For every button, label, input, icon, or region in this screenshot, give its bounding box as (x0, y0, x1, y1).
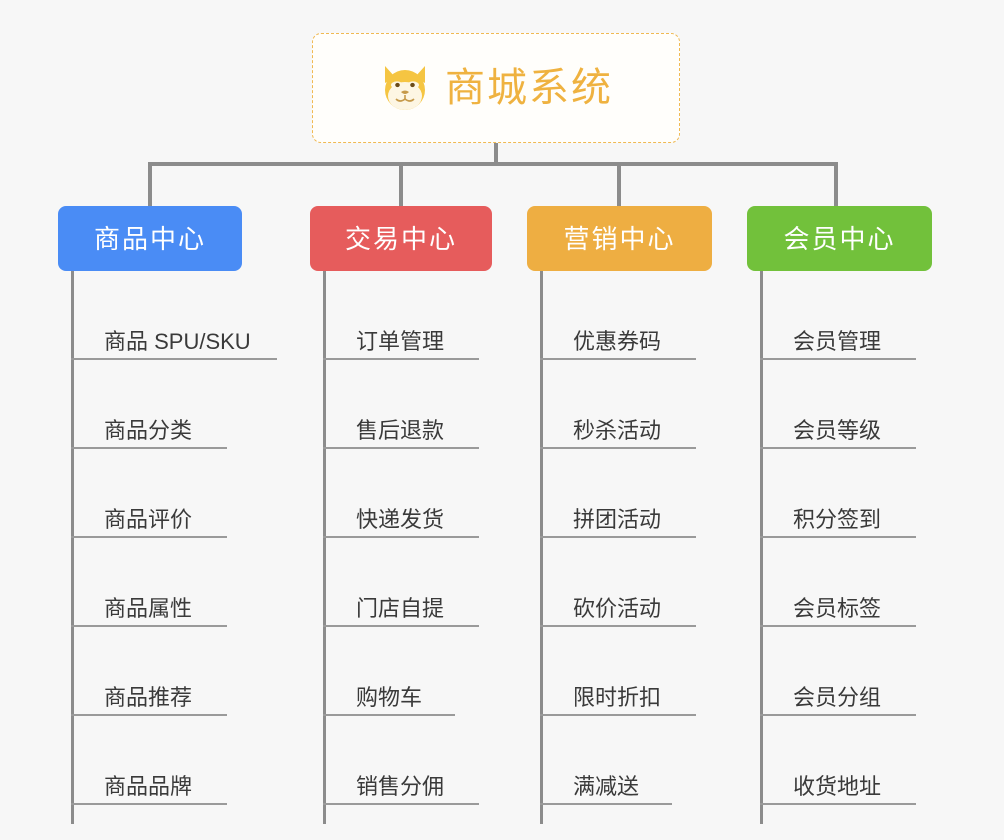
branch-spine (760, 271, 763, 824)
leaf-item[interactable]: 会员分组 (760, 627, 975, 716)
leaf-item[interactable]: 商品推荐 (71, 627, 286, 716)
branch-column-member: 会员管理 会员等级 积分签到 会员标签 会员分组 收货地址 (760, 271, 975, 824)
leaf-item-label: 商品 SPU/SKU (104, 328, 251, 354)
branch-header-label: 交易中心 (344, 223, 457, 254)
leaf-item-label: 砍价活动 (573, 595, 662, 621)
branch-header-label: 营销中心 (563, 223, 676, 254)
leaf-item-label: 门店自提 (356, 595, 445, 621)
leaf-item[interactable]: 商品 SPU/SKU (71, 271, 286, 360)
leaf-item[interactable]: 销售分佣 (323, 716, 538, 805)
branch-header-trade[interactable]: 交易中心 (310, 206, 492, 271)
leaf-item[interactable]: 商品属性 (71, 538, 286, 627)
leaf-item-label: 积分签到 (793, 506, 882, 532)
leaf-item-label: 优惠券码 (573, 328, 662, 354)
connector-drop-2 (399, 162, 403, 206)
root-node[interactable]: 商城系统 (312, 33, 680, 143)
leaf-item[interactable]: 售后退款 (323, 360, 538, 449)
leaf-item[interactable]: 快递发货 (323, 449, 538, 538)
leaf-item-label: 订单管理 (356, 328, 445, 354)
leaf-item-label: 售后退款 (356, 417, 445, 443)
branch-header-product[interactable]: 商品中心 (58, 206, 242, 271)
leaf-item[interactable]: 优惠券码 (540, 271, 755, 360)
leaf-item[interactable]: 积分签到 (760, 449, 975, 538)
connector-horizontal-bus (148, 162, 836, 166)
leaf-item-label: 商品评价 (104, 506, 193, 532)
leaf-item-label: 收货地址 (793, 773, 882, 799)
leaf-item-label: 拼团活动 (573, 506, 662, 532)
branch-column-product: 商品 SPU/SKU 商品分类 商品评价 商品属性 商品推荐 商品品牌 (71, 271, 286, 824)
leaf-item-label: 会员管理 (793, 328, 882, 354)
branch-header-label: 会员中心 (783, 223, 896, 254)
leaf-item[interactable]: 会员管理 (760, 271, 975, 360)
branch-column-trade: 订单管理 售后退款 快递发货 门店自提 购物车 销售分佣 (323, 271, 538, 824)
leaf-item-label: 商品属性 (104, 595, 193, 621)
leaf-item[interactable]: 收货地址 (760, 716, 975, 805)
leaf-item-label: 商品推荐 (104, 684, 193, 710)
connector-drop-1 (148, 162, 152, 206)
leaf-item[interactable]: 会员标签 (760, 538, 975, 627)
leaf-item-label: 会员等级 (793, 417, 882, 443)
leaf-item[interactable]: 商品品牌 (71, 716, 286, 805)
branch-header-member[interactable]: 会员中心 (747, 206, 932, 271)
leaf-item[interactable]: 门店自提 (323, 538, 538, 627)
leaf-item-label: 商品品牌 (104, 773, 193, 799)
leaf-item[interactable]: 限时折扣 (540, 627, 755, 716)
branch-spine (540, 271, 543, 824)
leaf-item-label: 商品分类 (104, 417, 193, 443)
shiba-dog-icon (385, 66, 425, 111)
leaf-item-label: 秒杀活动 (573, 417, 662, 443)
leaf-item[interactable]: 购物车 (323, 627, 538, 716)
leaf-item[interactable]: 订单管理 (323, 271, 538, 360)
leaf-item-label: 限时折扣 (573, 684, 662, 710)
leaf-item[interactable]: 会员等级 (760, 360, 975, 449)
leaf-item[interactable]: 砍价活动 (540, 538, 755, 627)
leaf-item[interactable]: 商品分类 (71, 360, 286, 449)
leaf-item[interactable]: 满减送 (540, 716, 755, 805)
leaf-item[interactable]: 秒杀活动 (540, 360, 755, 449)
branch-column-marketing: 优惠券码 秒杀活动 拼团活动 砍价活动 限时折扣 满减送 (540, 271, 755, 824)
leaf-item-label: 满减送 (573, 773, 640, 799)
branch-spine (323, 271, 326, 824)
leaf-item-label: 购物车 (356, 684, 423, 710)
leaf-item[interactable]: 拼团活动 (540, 449, 755, 538)
leaf-item[interactable]: 商品评价 (71, 449, 286, 538)
connector-drop-3 (617, 162, 621, 206)
connector-drop-4 (834, 162, 838, 206)
branch-header-label: 商品中心 (93, 223, 206, 254)
branch-header-marketing[interactable]: 营销中心 (527, 206, 712, 271)
leaf-item-label: 快递发货 (356, 506, 445, 532)
leaf-item-label: 会员标签 (793, 595, 882, 621)
root-title: 商城系统 (445, 66, 613, 110)
leaf-item-label: 销售分佣 (356, 773, 445, 799)
leaf-item-label: 会员分组 (793, 684, 882, 710)
branch-spine (71, 271, 74, 824)
connector-root-stem (494, 143, 498, 166)
